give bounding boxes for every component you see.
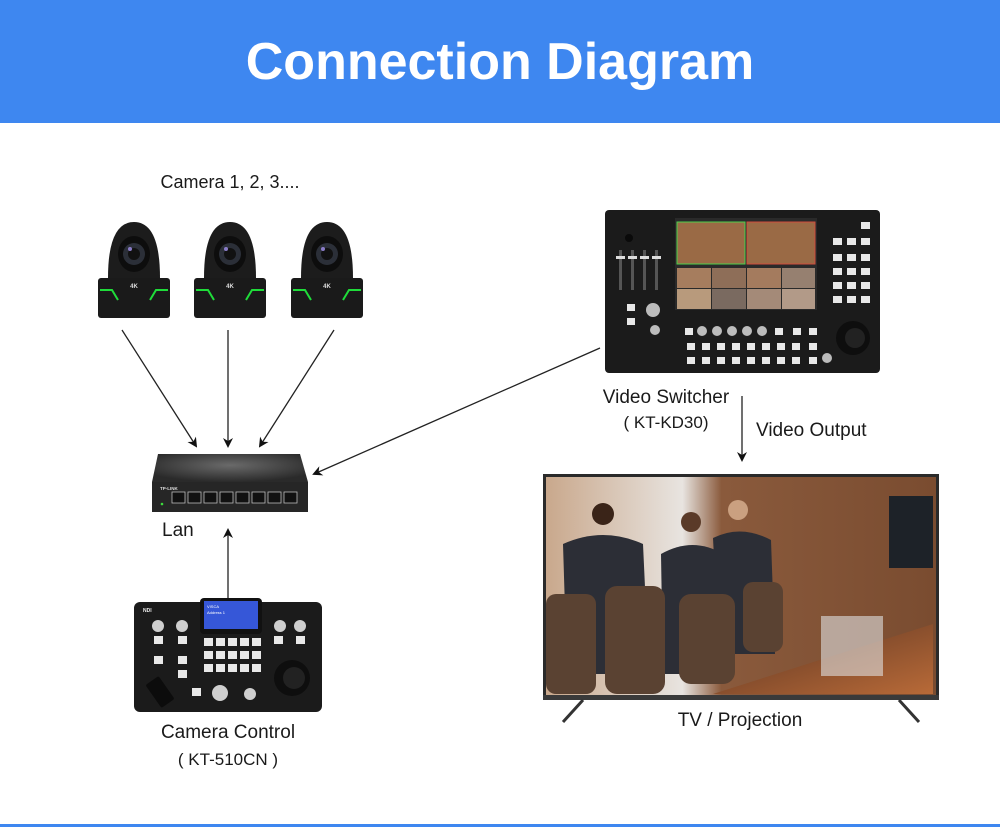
video-output-label: Video Output [756, 420, 867, 441]
keypad-buttons [154, 636, 305, 696]
lcd-screen [204, 601, 258, 629]
faders [619, 250, 658, 290]
tv-display [543, 474, 939, 724]
arrow-camera1-to-lan [121, 329, 198, 448]
camera-control-model: ( KT-510CN ) [177, 750, 279, 769]
page-title: Connection Diagram [245, 33, 755, 91]
svg-text:VISCA: VISCA [207, 604, 219, 609]
camera-1: 4K [98, 222, 170, 318]
headphone-jack [625, 234, 633, 242]
video-switcher-device [605, 210, 880, 373]
multiview-tiles [676, 221, 816, 309]
ballot-box [821, 616, 883, 676]
rotary-knobs [646, 303, 832, 363]
ptz-camera-icon: 4K [291, 222, 363, 318]
ndi-logo: NDI [143, 608, 152, 614]
camera-control-label: Camera Control [160, 722, 296, 743]
footer-divider [0, 824, 1000, 827]
camera-badge: 4K [226, 284, 234, 290]
ptz-camera-icon: 4K [98, 222, 170, 318]
svg-text:Address 1: Address 1 [207, 610, 226, 615]
ptz-camera-icon: 4K [194, 222, 266, 318]
switch-brand: TP-LINK [160, 486, 178, 491]
camera-badge: 4K [130, 284, 138, 290]
switcher-buttons [627, 222, 870, 364]
camera-badge: 4K [323, 284, 331, 290]
video-switcher-label: Video Switcher [602, 387, 730, 408]
knobs [152, 620, 306, 701]
lan-switch: TP-LINK [152, 454, 308, 512]
camera-3: 4K [291, 222, 363, 318]
zoom-lever [146, 676, 174, 708]
lan-label: Lan [162, 520, 194, 541]
cameras-label: Camera 1, 2, 3.... [160, 172, 300, 192]
camera-2: 4K [194, 222, 266, 318]
chairs [546, 582, 783, 694]
video-switcher-model: ( KT-KD30) [623, 413, 709, 432]
camera-control-device: VISCA Address 1 NDI [134, 598, 322, 712]
tv-label: TV / Projection [677, 710, 803, 731]
header-banner: Connection Diagram [0, 0, 1000, 123]
arrow-switcher-to-lan [312, 347, 601, 476]
arrow-camera3-to-lan [258, 329, 335, 448]
ethernet-ports [171, 491, 298, 504]
